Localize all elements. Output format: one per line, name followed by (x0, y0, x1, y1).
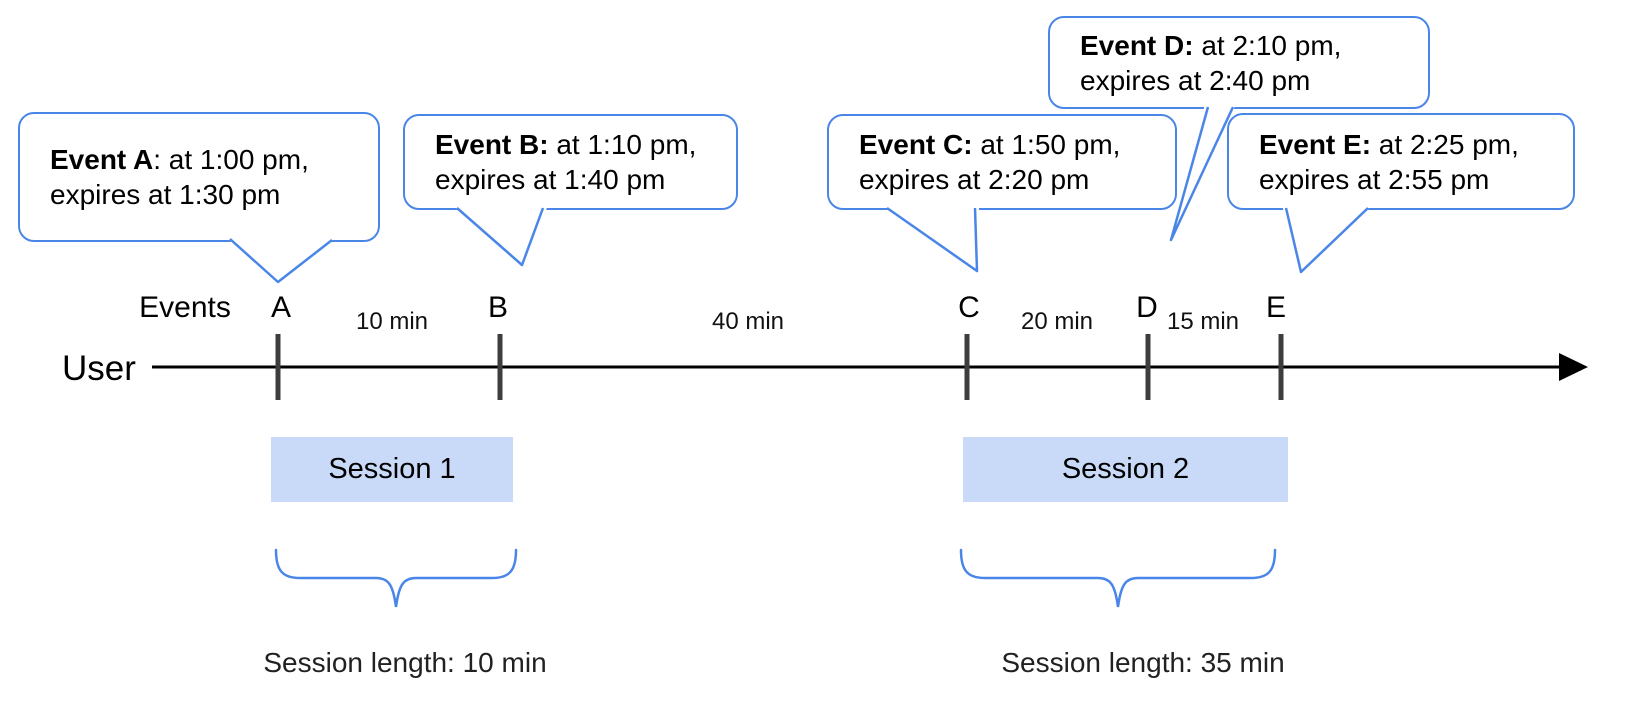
user-axis-label: User (62, 349, 136, 388)
brace-session-2 (959, 548, 1277, 608)
event-e-line1: Event E: at 2:25 pm, (1259, 128, 1519, 160)
event-b-tail (453, 205, 548, 268)
event-letter-d: D (1136, 291, 1158, 324)
event-e-tail (1282, 205, 1372, 274)
event-e-title: Event E: (1259, 128, 1372, 160)
event-c-tail (883, 205, 979, 273)
event-c-line2: expires at 2:20 pm (859, 164, 1090, 195)
tick-b (497, 334, 503, 400)
session-2-box: Session 2 (963, 437, 1288, 502)
event-d-line2: expires at 2:40 pm (1080, 64, 1311, 96)
interval-d-e: 15 min (1166, 308, 1240, 335)
interval-a-b: 10 min (355, 308, 429, 335)
arrowhead-icon (1559, 353, 1588, 381)
tick-d (1145, 334, 1151, 400)
event-letter-a: A (270, 291, 292, 324)
tick-a (275, 334, 281, 400)
tick-c (964, 334, 970, 400)
brace-session-1 (274, 548, 518, 608)
session-2-length-label: Session length: 35 min (1001, 647, 1285, 678)
event-e-callout: Event E: at 2:25 pm, expires at 2:55 pm (1227, 113, 1575, 210)
session-2-label: Session 2 (1061, 453, 1190, 485)
event-a-line2: expires at 1:30 pm (50, 179, 281, 210)
event-a-tail (226, 237, 336, 285)
session-1-length-label: Session length: 10 min (263, 647, 547, 678)
event-letter-e: E (1265, 291, 1287, 324)
event-a-line1: Event A: at 1:00 pm, (50, 144, 309, 175)
event-c-title: Event C: (859, 129, 973, 160)
event-a-callout: Event A: at 1:00 pm, expires at 1:30 pm (18, 112, 380, 242)
event-d-line1: Event D: at 2:10 pm, (1080, 29, 1342, 61)
interval-c-d: 20 min (1020, 308, 1094, 335)
event-d-callout: Event D: at 2:10 pm, expires at 2:40 pm (1048, 16, 1430, 109)
event-c-line1: Event C: at 1:50 pm, (859, 129, 1121, 160)
event-b-line1: Event B: at 1:10 pm, (435, 129, 697, 160)
session-1-box: Session 1 (271, 437, 513, 502)
event-e-line2: expires at 2:55 pm (1259, 163, 1490, 195)
event-b-line2: expires at 1:40 pm (435, 164, 666, 195)
event-b-title: Event B: (435, 129, 549, 160)
event-b-callout: Event B: at 1:10 pm, expires at 1:40 pm (403, 114, 738, 210)
event-letter-b: B (487, 291, 509, 324)
events-axis-label: Events (139, 291, 231, 324)
event-letter-c: C (958, 291, 980, 324)
interval-b-c: 40 min (711, 308, 785, 335)
session-1-label: Session 1 (328, 453, 456, 485)
tick-e (1278, 334, 1284, 400)
event-d-title: Event D: (1080, 29, 1194, 61)
event-c-callout: Event C: at 1:50 pm, expires at 2:20 pm (827, 114, 1177, 210)
event-a-title: Event A (50, 144, 154, 175)
